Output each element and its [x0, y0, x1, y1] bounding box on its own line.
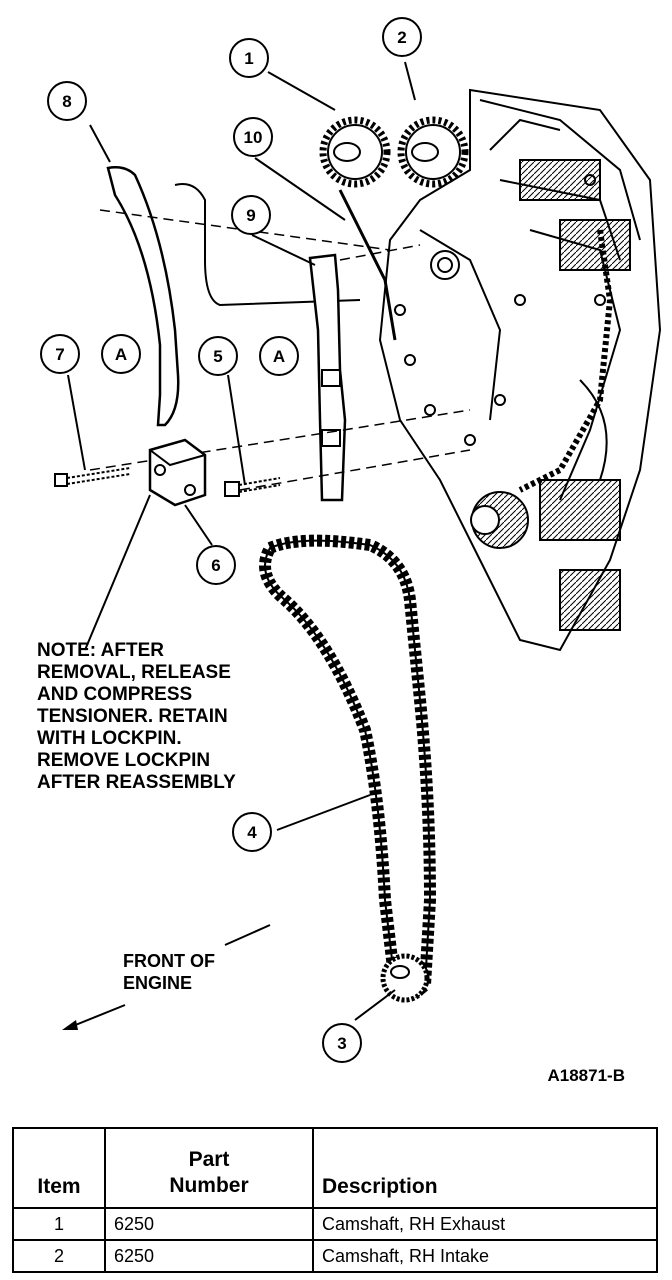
- figure-id: A18871-B: [548, 1066, 626, 1085]
- svg-text:5: 5: [213, 347, 222, 366]
- svg-text:7: 7: [55, 345, 64, 364]
- region-label-a-right: A: [259, 336, 299, 376]
- svg-text:FRONT OF: FRONT OF: [123, 951, 215, 971]
- row-item: 2: [12, 1239, 106, 1273]
- callout-2: 2: [382, 17, 422, 57]
- tensioner-bolt: [54, 467, 131, 487]
- svg-text:NOTE: AFTER: NOTE: AFTER: [37, 640, 164, 661]
- crankshaft-sprocket: [380, 953, 430, 1003]
- svg-text:REMOVAL, RELEASE: REMOVAL, RELEASE: [37, 662, 231, 683]
- header-item: Item: [12, 1127, 106, 1209]
- camshaft-sprocket-intake: [397, 116, 469, 188]
- callout-7: 7: [40, 334, 80, 374]
- svg-text:2: 2: [397, 28, 406, 47]
- region-label-a-left: A: [101, 334, 141, 374]
- callout-6: 6: [196, 545, 236, 585]
- removal-note: NOTE: AFTER REMOVAL, RELEASE AND COMPRES…: [37, 640, 236, 793]
- callout-1: 1: [229, 38, 269, 78]
- table-row: 2 6250 Camshaft, RH Intake: [12, 1239, 658, 1273]
- callout-5: 5: [198, 336, 238, 376]
- svg-text:10: 10: [244, 128, 263, 147]
- svg-text:TENSIONER. RETAIN: TENSIONER. RETAIN: [37, 706, 228, 727]
- svg-text:6: 6: [211, 556, 220, 575]
- row-description: Camshaft, RH Exhaust: [312, 1207, 658, 1241]
- engine-block: [378, 88, 662, 652]
- parts-table: Item Part Number Description 1 6250 Cams…: [12, 1127, 658, 1273]
- svg-text:1: 1: [244, 49, 253, 68]
- tensioner-arm: [106, 166, 180, 427]
- svg-text:3: 3: [337, 1034, 346, 1053]
- svg-text:WITH LOCKPIN.: WITH LOCKPIN.: [37, 728, 182, 749]
- callout-9: 9: [231, 195, 271, 235]
- row-description: Camshaft, RH Intake: [312, 1239, 658, 1273]
- svg-text:8: 8: [62, 92, 71, 111]
- header-part-line2: Number: [169, 1174, 249, 1197]
- svg-text:A: A: [115, 345, 127, 364]
- timing-chain-guide: [308, 253, 347, 502]
- header-part-number: Part Number: [104, 1127, 314, 1209]
- svg-text:AFTER REASSEMBLY: AFTER REASSEMBLY: [37, 772, 236, 793]
- header-description: Description: [312, 1127, 658, 1209]
- header-part-line1: Part: [188, 1148, 230, 1171]
- timing-chain: [259, 534, 437, 999]
- callout-4: 4: [232, 812, 272, 852]
- parts-table-header: Item Part Number Description: [12, 1127, 658, 1209]
- callout-3: 3: [322, 1023, 362, 1063]
- svg-text:ENGINE: ENGINE: [123, 973, 192, 993]
- row-item: 1: [12, 1207, 106, 1241]
- camshaft-sprocket-exhaust: [319, 116, 391, 188]
- svg-text:AND COMPRESS: AND COMPRESS: [37, 684, 192, 705]
- svg-text:4: 4: [247, 823, 257, 842]
- timing-chain-diagram: 1 2 3 4 5 6 7 8 9 10 A A: [37, 17, 662, 1085]
- row-part-number: 6250: [104, 1207, 314, 1241]
- callout-8: 8: [47, 81, 87, 121]
- svg-text:9: 9: [246, 206, 255, 225]
- front-arrow-top: [224, 924, 271, 946]
- leader-lines: [67, 61, 416, 1021]
- svg-text:REMOVE LOCKPIN: REMOVE LOCKPIN: [37, 750, 210, 771]
- chain-tensioner: [148, 438, 207, 507]
- row-part-number: 6250: [104, 1239, 314, 1273]
- front-arrow: [67, 1004, 126, 1029]
- front-of-engine-label: FRONT OF ENGINE: [123, 951, 215, 993]
- callout-10: 10: [233, 117, 273, 157]
- chain-guide: [338, 189, 397, 341]
- table-row: 1 6250 Camshaft, RH Exhaust: [12, 1207, 658, 1241]
- tensioner-arm-bolt: [224, 477, 281, 497]
- svg-text:A: A: [273, 347, 285, 366]
